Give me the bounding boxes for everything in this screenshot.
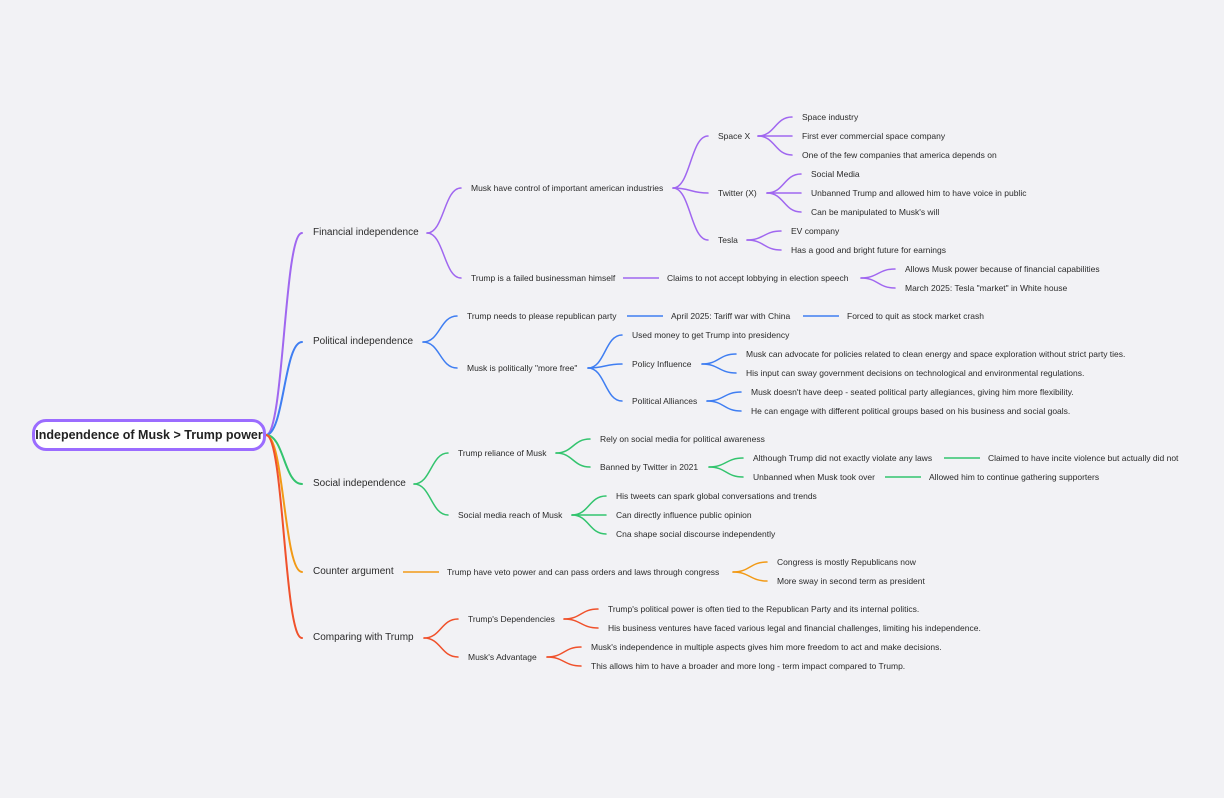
node-although-trump[interactable]: Although Trump did not exactly violate a…	[753, 452, 933, 463]
edge-veto	[732, 561, 768, 573]
node-alliances-item-2[interactable]: He can engage with different political g…	[751, 405, 1071, 416]
node-counter-argument[interactable]: Counter argument	[313, 566, 394, 577]
node-reach-item-3[interactable]: Cna shape social discourse independently	[616, 528, 776, 539]
node-dependencies-item-2[interactable]: His business ventures have faced various…	[608, 622, 981, 633]
node-used-money[interactable]: Used money to get Trump into presidency	[632, 329, 790, 340]
node-veto-item-1[interactable]: Congress is mostly Republicans now	[777, 556, 916, 567]
node-political-alliances[interactable]: Political Alliances	[632, 395, 698, 406]
node-allowed-supporters[interactable]: Allowed him to continue gathering suppor…	[929, 471, 1100, 482]
node-rely-social-media[interactable]: Rely on social media for political aware…	[600, 433, 765, 444]
edge-advantage	[546, 646, 582, 658]
node-spacex-item-1[interactable]: Space industry	[802, 111, 859, 122]
node-veto-item-2[interactable]: More sway in second term as president	[777, 575, 925, 586]
node-policy-item-2[interactable]: His input can sway government decisions …	[746, 367, 1085, 378]
node-comparing-trump[interactable]: Comparing with Trump	[313, 632, 414, 643]
node-twitter[interactable]: Twitter (X)	[718, 187, 757, 198]
node-tesla[interactable]: Tesla	[718, 234, 738, 245]
node-veto-power[interactable]: Trump have veto power and can pass order…	[447, 566, 720, 577]
node-social-reach[interactable]: Social media reach of Musk	[458, 509, 563, 520]
root-node[interactable]: Independence of Musk > Trump power	[32, 419, 266, 451]
edge-root-comparing	[265, 434, 303, 639]
node-reach-item-2[interactable]: Can directly influence public opinion	[616, 509, 752, 520]
edge-dependencies	[563, 618, 599, 629]
node-market-crash[interactable]: Forced to quit as stock market crash	[847, 310, 984, 321]
node-twitter-item-1[interactable]: Social Media	[811, 168, 860, 179]
node-policy-influence[interactable]: Policy Influence	[632, 358, 692, 369]
node-advantage-item-1[interactable]: Musk's independence in multiple aspects …	[591, 641, 942, 652]
node-claimed-violence[interactable]: Claimed to have incite violence but actu…	[988, 452, 1179, 463]
edge-root-political	[265, 341, 303, 436]
edge-tesla	[746, 239, 782, 251]
edge-claims	[860, 277, 896, 289]
node-claims-item-2[interactable]: March 2025: Tesla "market" in White hous…	[905, 282, 1068, 293]
edge-social	[413, 452, 449, 485]
edge-policy	[701, 353, 737, 365]
edge-root-financial	[265, 232, 303, 436]
node-claims-lobbying[interactable]: Claims to not accept lobbying in electio…	[667, 272, 849, 283]
node-twitter-item-2[interactable]: Unbanned Trump and allowed him to have v…	[811, 187, 1027, 198]
edge-alliances	[706, 391, 742, 402]
edge-political	[422, 315, 458, 343]
node-policy-item-1[interactable]: Musk can advocate for policies related t…	[746, 348, 1126, 359]
node-tariff-war[interactable]: April 2025: Tariff war with China	[671, 310, 791, 321]
edge-social	[413, 483, 449, 516]
edge-reach	[571, 495, 607, 516]
edge-spacex	[757, 135, 793, 156]
node-alliances-item-1[interactable]: Musk doesn't have deep - seated politica…	[751, 386, 1074, 397]
edge-alliances	[706, 400, 742, 412]
node-tesla-item-2[interactable]: Has a good and bright future for earning…	[791, 244, 946, 255]
node-spacex[interactable]: Space X	[718, 130, 751, 141]
root-label: Independence of Musk > Trump power	[35, 428, 263, 442]
edge-banned	[708, 466, 744, 478]
edge-musk-control	[672, 135, 709, 189]
edge-twitter	[766, 173, 802, 194]
edge-twitter	[766, 192, 802, 213]
node-failed-business[interactable]: Trump is a failed businessman himself	[471, 272, 616, 283]
node-unbanned-musk[interactable]: Unbanned when Musk took over	[753, 471, 875, 482]
node-trump-reliance[interactable]: Trump reliance of Musk	[458, 447, 547, 458]
edge-reach	[571, 514, 607, 535]
edge-spacex	[757, 116, 793, 137]
edge-dependencies	[563, 608, 599, 620]
node-musk-advantage[interactable]: Musk's Advantage	[468, 651, 537, 662]
edge-tesla	[746, 230, 782, 241]
node-social-independence[interactable]: Social independence	[313, 478, 406, 489]
node-please-party[interactable]: Trump needs to please republican party	[467, 310, 617, 321]
edge-reliance	[555, 452, 591, 468]
edge-banned	[708, 457, 744, 468]
edge-financial	[426, 232, 462, 279]
node-financial-independence[interactable]: Financial independence	[313, 227, 419, 238]
edge-comparing	[423, 637, 459, 658]
node-banned-twitter[interactable]: Banned by Twitter in 2021	[600, 461, 699, 472]
edge-musk-control	[672, 187, 709, 241]
edge-policy	[701, 363, 737, 374]
node-musk-control[interactable]: Musk have control of important american …	[471, 182, 664, 193]
edge-comparing	[423, 618, 459, 639]
node-more-free[interactable]: Musk is politically "more free"	[467, 362, 578, 373]
edge-root-social	[265, 434, 303, 485]
edge-claims	[860, 268, 896, 279]
edge-more-free	[587, 367, 623, 402]
node-spacex-item-2[interactable]: First ever commercial space company	[802, 130, 946, 141]
edge-veto	[732, 571, 768, 582]
edge-root-counter	[265, 434, 303, 573]
node-reach-item-1[interactable]: His tweets can spark global conversation…	[616, 490, 817, 501]
node-trump-dependencies[interactable]: Trump's Dependencies	[468, 613, 555, 624]
node-advantage-item-2[interactable]: This allows him to have a broader and mo…	[591, 660, 906, 671]
node-dependencies-item-1[interactable]: Trump's political power is often tied to…	[608, 603, 920, 614]
edge-financial	[426, 187, 462, 234]
node-twitter-item-3[interactable]: Can be manipulated to Musk's will	[811, 206, 940, 217]
edge-political	[422, 341, 458, 369]
node-claims-item-1[interactable]: Allows Musk power because of financial c…	[905, 263, 1100, 274]
edge-advantage	[546, 656, 582, 667]
edge-more-free	[587, 334, 623, 369]
node-spacex-item-3[interactable]: One of the few companies that america de…	[802, 149, 997, 160]
node-tesla-item-1[interactable]: EV company	[791, 225, 840, 236]
node-political-independence[interactable]: Political independence	[313, 336, 414, 347]
edge-reliance	[555, 438, 591, 454]
